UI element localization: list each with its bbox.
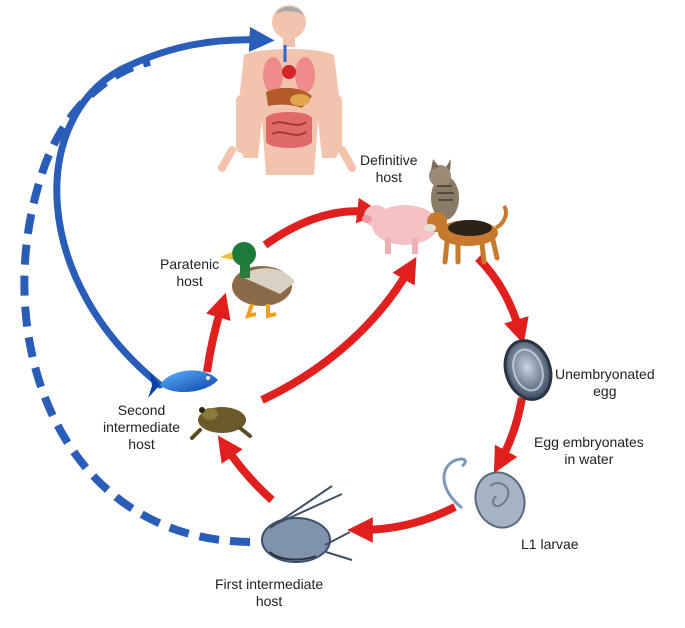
arrow-copepod-to-second [217,435,275,503]
label-definitive-host: Definitive host [360,152,418,185]
cat-icon [429,159,459,220]
mallard-duck-icon [220,242,295,319]
fish-icon [148,370,218,398]
dog-icon [424,204,508,265]
arrow-larva-to-copepod [347,503,457,543]
arrow-duck-to-definitive [262,197,383,249]
human-infection-arrow-dashed [20,58,251,546]
label-unembryonated-egg: Unembryonated egg [555,366,655,399]
unembryonated-egg-icon [503,339,553,401]
frog-icon [190,407,252,440]
copepod-icon [261,485,353,563]
arrow-second-to-definitive [260,256,417,404]
label-l1-larvae: L1 larvae [521,536,579,552]
pig-icon [362,205,438,254]
label-paratenic-host: Paratenic host [160,256,220,289]
label-second-intermediate-host: Second intermediate host [103,402,181,452]
label-egg-embryonates: Egg embryonates in water [534,434,644,467]
label-first-intermediate-host: First intermediate host [215,576,324,609]
l1-larva-icon [442,457,526,529]
human-infection-arrow-solid [53,26,275,389]
arrow-egg-to-larva [493,397,526,474]
human-body-organs-icon [218,5,356,175]
arrow-second-to-paratenic [203,292,231,373]
arrow-definitive-to-egg [475,255,529,345]
